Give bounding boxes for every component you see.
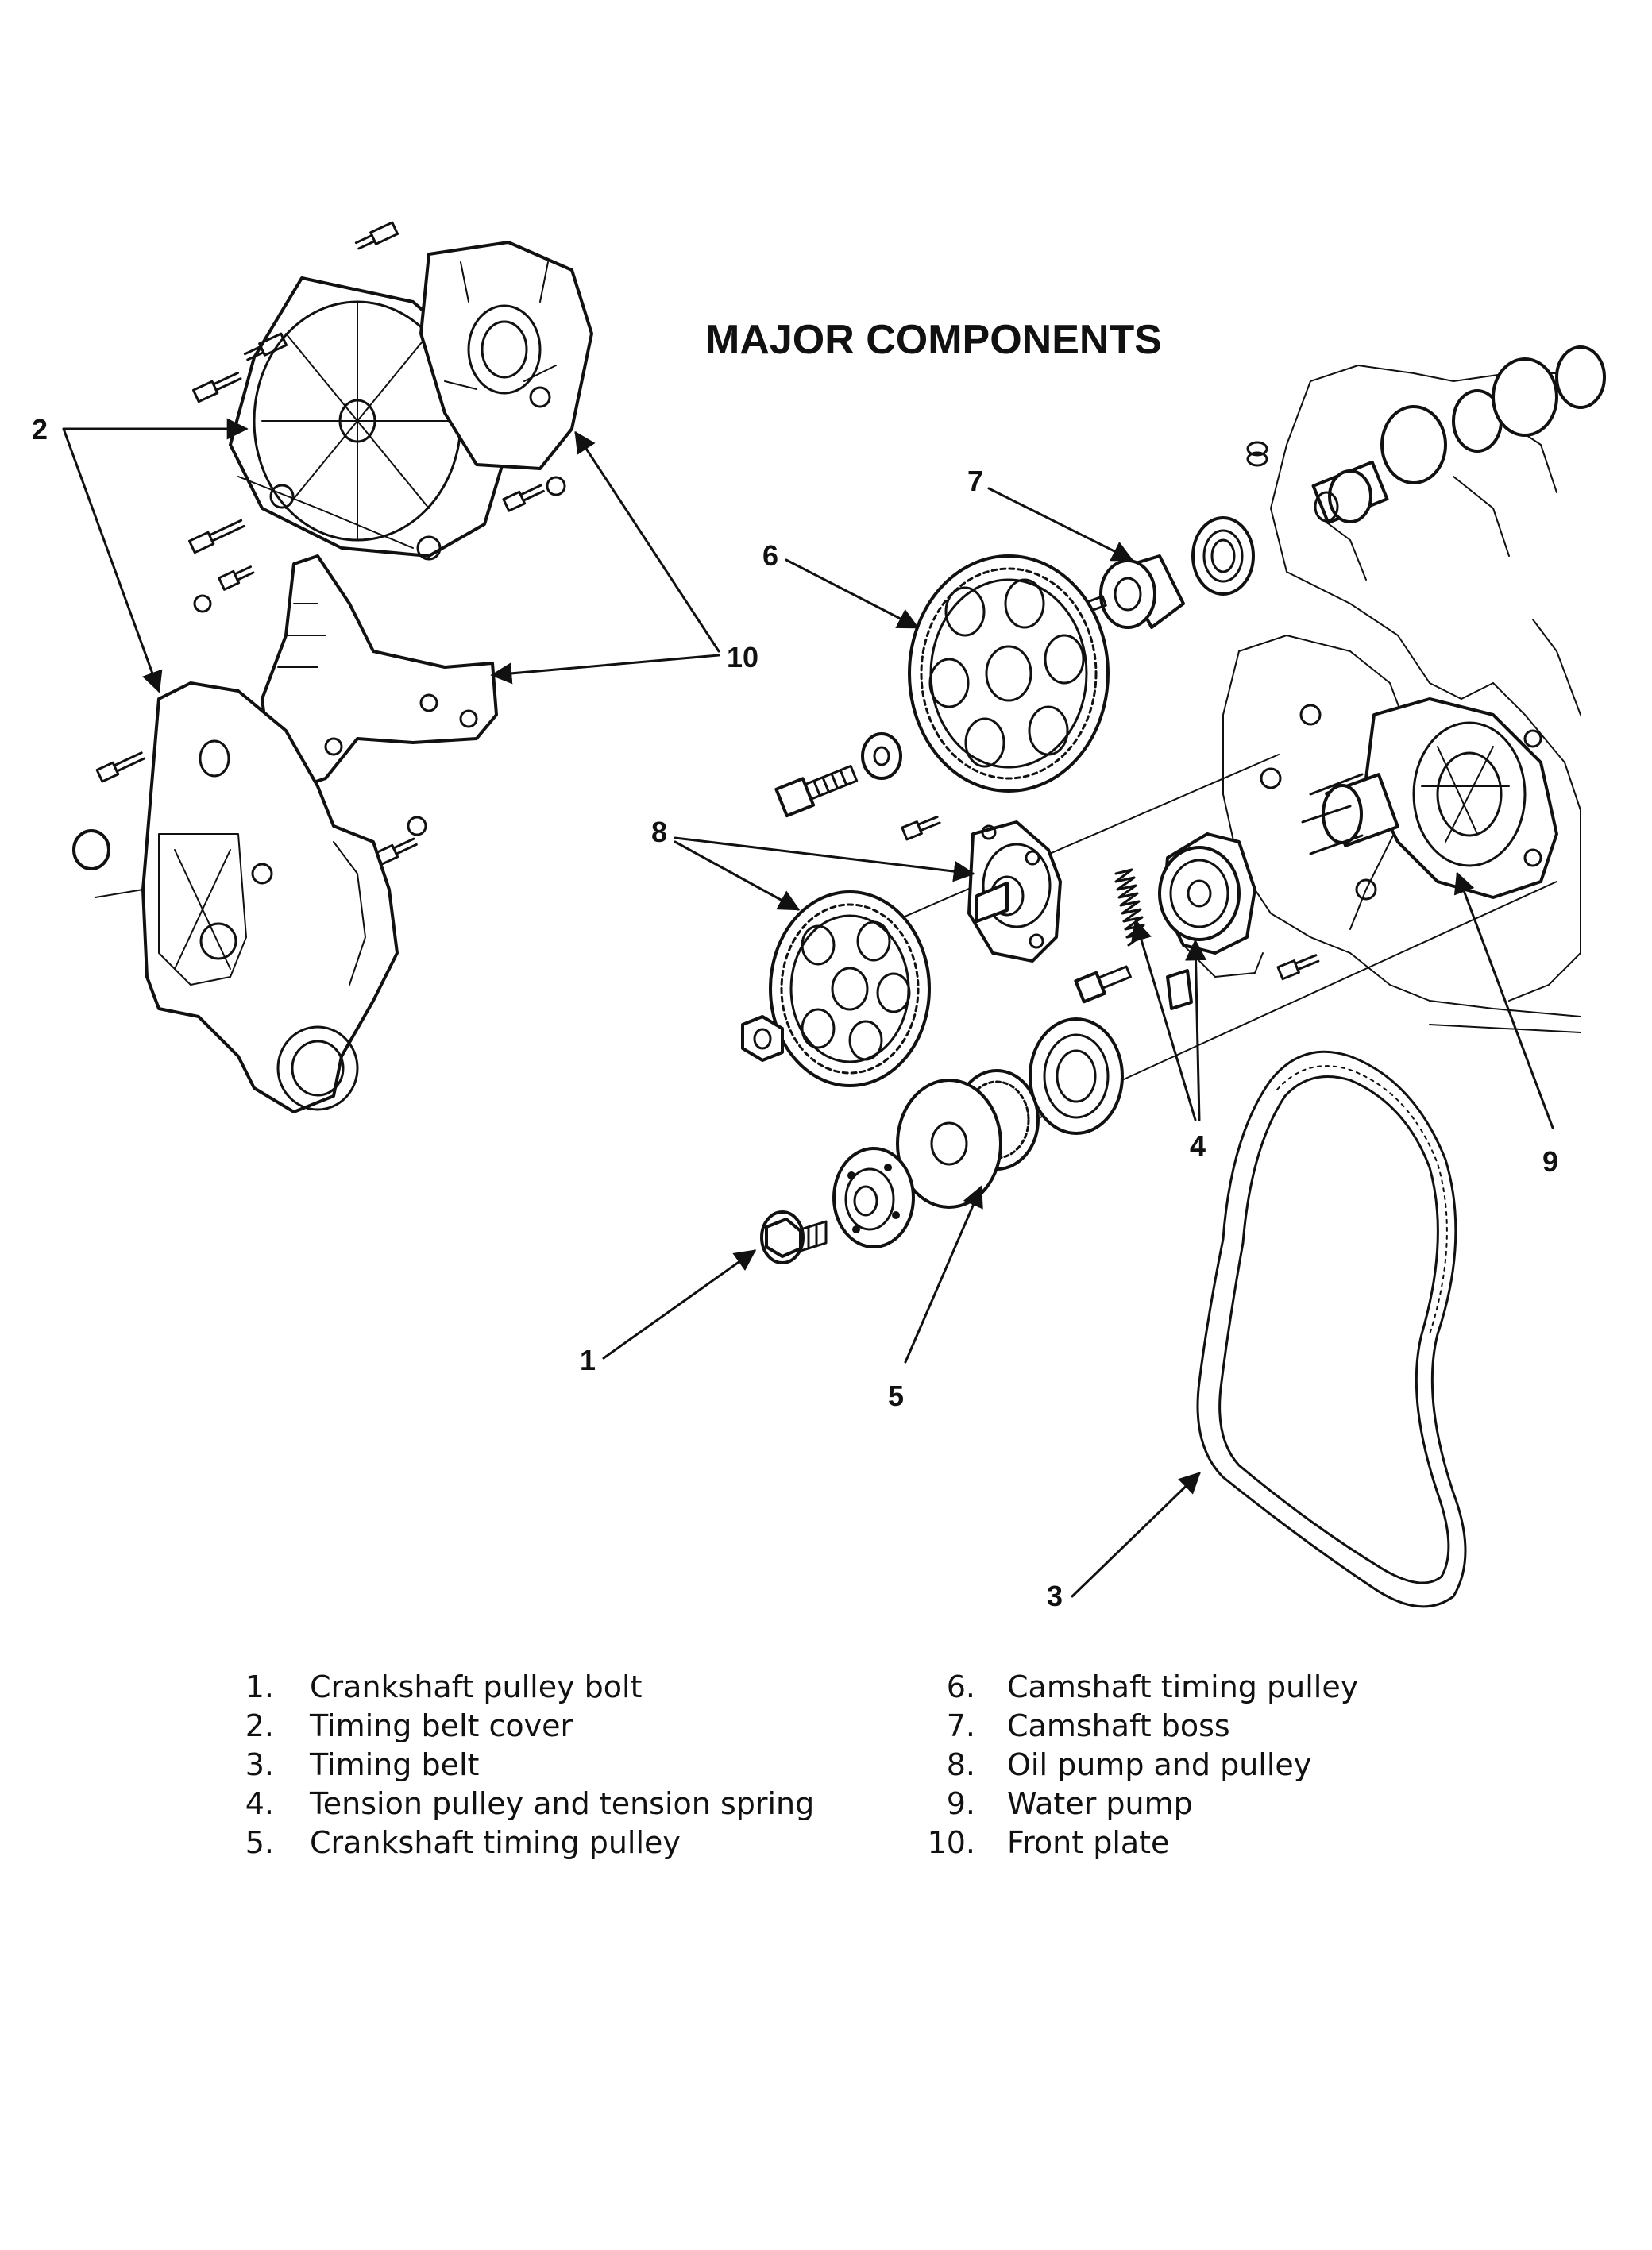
svg-text:Timing belt: Timing belt (309, 1747, 479, 1782)
water-pump (1301, 697, 1558, 899)
svg-text:Camshaft boss: Camshaft boss (1007, 1708, 1230, 1743)
legend-item: 4. Tension pulley and tension spring (245, 1786, 815, 1821)
legend-item: 2. Timing belt cover (245, 1708, 573, 1743)
lower-timing-belt-cover (95, 681, 399, 1113)
legend-item: 1. Crankshaft pulley bolt (245, 1669, 643, 1704)
camshaft-pulley-bolt (774, 732, 902, 818)
upper-cover-bolts (187, 221, 566, 554)
oil-pump-pulley-nut (741, 1015, 784, 1062)
svg-text:7.: 7. (947, 1708, 975, 1743)
svg-text:4.: 4. (245, 1786, 274, 1821)
callout-8: 8 (651, 816, 667, 848)
callout-1: 1 (580, 1344, 596, 1376)
callout-6: 6 (762, 539, 778, 572)
svg-text:8.: 8. (947, 1747, 975, 1782)
svg-text:2.: 2. (245, 1708, 274, 1743)
camshaft-timing-pulley (908, 554, 1110, 793)
crankshaft-timing-pulley (896, 1069, 1040, 1209)
legend-item: 10. Front plate (928, 1825, 1170, 1860)
svg-text:3.: 3. (245, 1747, 274, 1782)
legend-item: 6. Camshaft timing pulley (947, 1669, 1358, 1704)
callout-9: 9 (1542, 1145, 1558, 1178)
oil-pump-pulley (769, 890, 931, 1087)
callout-5: 5 (888, 1380, 904, 1412)
tension-pulley-bolts (1074, 954, 1320, 1010)
callout-labels: 2 10 7 6 8 4 9 1 5 3 (32, 413, 1558, 1612)
svg-text:10.: 10. (928, 1825, 975, 1860)
crankshaft-pulley (832, 1147, 915, 1248)
legend-item: 3. Timing belt (245, 1747, 480, 1782)
svg-text:Timing belt cover: Timing belt cover (309, 1708, 573, 1743)
camshaft-oil-seal (1191, 516, 1255, 596)
timing-belt (1196, 1050, 1467, 1608)
legend-item: 8. Oil pump and pulley (947, 1747, 1312, 1782)
upper-front-plate (419, 241, 593, 470)
svg-text:Water pump: Water pump (1007, 1786, 1193, 1821)
tension-spring (1114, 868, 1147, 947)
svg-text:Oil pump and pulley: Oil pump and pulley (1007, 1747, 1311, 1782)
callout-3: 3 (1047, 1580, 1063, 1612)
svg-text:Crankshaft timing pulley: Crankshaft timing pulley (310, 1825, 681, 1860)
svg-text:1.: 1. (245, 1669, 274, 1704)
tension-pulley (1158, 832, 1264, 978)
legend-item: 7. Camshaft boss (947, 1708, 1230, 1743)
callout-7: 7 (967, 465, 983, 497)
legend-item: 5. Crankshaft timing pulley (245, 1825, 681, 1860)
callout-2: 2 (32, 413, 48, 446)
legend-item: 9. Water pump (947, 1786, 1193, 1821)
svg-text:5.: 5. (245, 1825, 274, 1860)
svg-text:Crankshaft pulley bolt: Crankshaft pulley bolt (310, 1669, 642, 1704)
svg-text:Front plate: Front plate (1007, 1825, 1169, 1860)
svg-text:Tension pulley and tension spr: Tension pulley and tension spring (309, 1786, 814, 1821)
camshaft-boss (1082, 554, 1185, 629)
diagram-title: MAJOR COMPONENTS (705, 317, 1162, 363)
crankshaft-pulley-bolt (760, 1210, 828, 1264)
svg-text:9.: 9. (947, 1786, 975, 1821)
crankshaft-belt-guide (1029, 1017, 1124, 1135)
oil-pump (901, 816, 1062, 963)
svg-text:6.: 6. (947, 1669, 975, 1704)
callout-10: 10 (727, 641, 758, 673)
legend-right: 6. Camshaft timing pulley 7. Camshaft bo… (928, 1669, 1359, 1860)
lower-cover-bolts (72, 565, 427, 870)
camshaft (1246, 345, 1606, 525)
svg-text:Camshaft timing pulley: Camshaft timing pulley (1007, 1669, 1358, 1704)
legend-left: 1. Crankshaft pulley bolt 2. Timing belt… (245, 1669, 815, 1860)
callout-4: 4 (1190, 1129, 1206, 1162)
callout-leaders (62, 418, 1554, 1598)
